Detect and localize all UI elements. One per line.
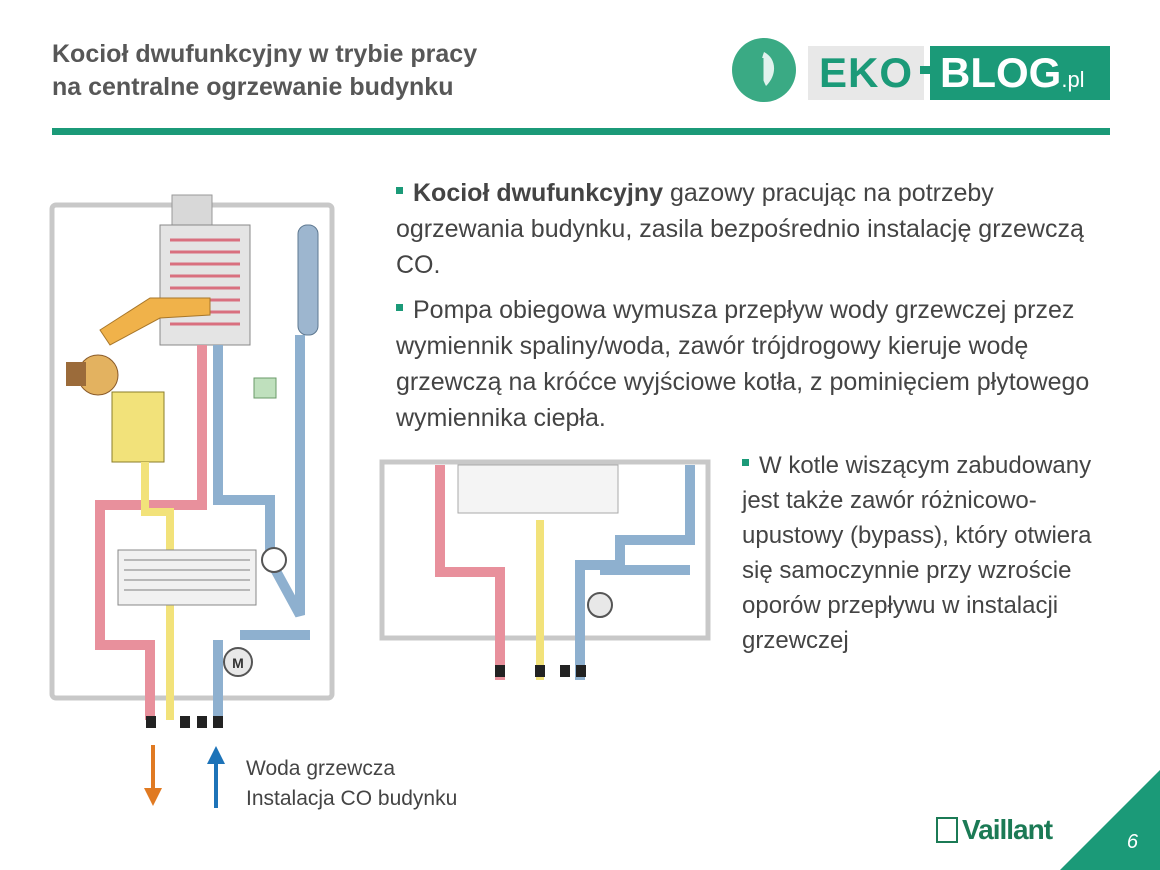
title-line-2: na centralne ogrzewanie budynku <box>52 73 454 101</box>
bullet-1-bold: Kocioł dwufunkcyjny <box>413 179 664 207</box>
plate-heat-exchanger <box>117 549 257 606</box>
bullet-3: W kotle wiszącym zabudowany jest także z… <box>742 448 1122 658</box>
pump <box>261 547 287 573</box>
corner-triangle <box>1060 770 1160 870</box>
fan-motor <box>66 362 86 386</box>
logo-eko-text: EKO <box>808 46 924 100</box>
cold-return-pipe <box>213 335 305 618</box>
leaf-icon <box>760 52 775 90</box>
bullet-3-text: W kotle wiszącym zabudowany jest także z… <box>742 452 1092 654</box>
slide-title: Kocioł dwufunkcyjny w trybie pracy na ce… <box>52 38 477 104</box>
connector-valves <box>146 716 223 728</box>
condensate-trap <box>253 377 277 399</box>
logo-dash <box>920 66 938 74</box>
bypass-hot-pipe <box>435 465 505 680</box>
plate-lines <box>124 559 250 591</box>
vaillant-brand: Vaillant <box>962 814 1053 845</box>
title-line-1: Kocioł dwufunkcyjny w trybie pracy <box>52 40 478 68</box>
heat-exchanger <box>159 224 251 346</box>
bypass-cold-pipe <box>575 465 695 680</box>
flue-pipe <box>171 194 213 226</box>
bullet-1: Kocioł dwufunkcyjny gazowy pracując na p… <box>396 175 1116 283</box>
bypass-connector-valves <box>495 665 586 677</box>
in-arrow <box>207 746 225 808</box>
bullet-square-icon <box>396 303 403 311</box>
bullet-2-text: Pompa obiegowa wymusza przepływ wody grz… <box>396 296 1090 432</box>
bypass-diagram-frame <box>379 459 711 641</box>
burner-arm <box>99 297 211 346</box>
gas-pipe <box>141 462 174 720</box>
bullet-1-text: gazowy pracując na potrzeby ogrzewania b… <box>396 179 1084 279</box>
out-arrow <box>144 745 162 806</box>
bypass-plate-exchanger <box>457 464 619 514</box>
legend: Woda grzewcza Instalacja CO budynku <box>246 754 457 814</box>
gas-valve <box>111 391 165 463</box>
header-divider <box>52 128 1110 135</box>
hot-flow-pipe <box>95 345 207 720</box>
legend-line-2: Instalacja CO budynku <box>246 787 458 810</box>
bullet-square-icon <box>742 459 749 467</box>
bullet-2: Pompa obiegowa wymusza przepływ wody grz… <box>396 292 1126 436</box>
expansion-vessel <box>297 224 319 336</box>
legend-line-1: Woda grzewcza <box>246 757 396 780</box>
logo-blog-text: BLOG.pl <box>930 46 1110 100</box>
eko-blog-leaf-icon <box>732 38 796 102</box>
bypass-motor <box>587 592 613 618</box>
cold-outlet-pipe <box>213 630 310 720</box>
logo-domain: .pl <box>1061 67 1085 92</box>
motor-label: M <box>232 655 244 671</box>
bullet-square-icon <box>396 186 403 194</box>
three-way-valve-motor <box>223 647 253 677</box>
page-number: 6 <box>1126 831 1138 853</box>
logo-blog-word: BLOG <box>940 49 1062 96</box>
vaillant-logo: Vaillant <box>936 814 1053 846</box>
vaillant-hare-icon <box>936 817 958 843</box>
